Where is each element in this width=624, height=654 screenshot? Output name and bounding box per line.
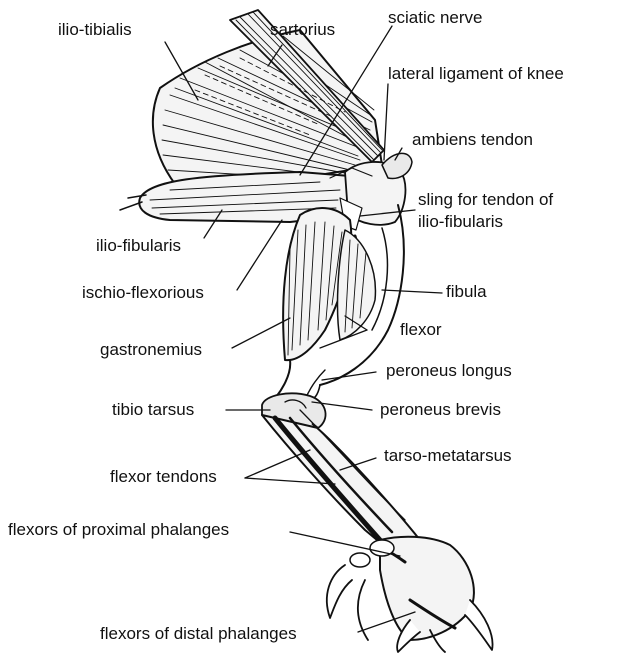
label-ilio-tibialis: ilio-tibialis [58,20,132,40]
label-tibio-tarsus: tibio tarsus [112,400,194,420]
talon-4 [465,600,493,650]
label-fibula: fibula [446,282,487,302]
label-sartorius: sartorius [270,20,335,40]
label-gastronemius: gastronemius [100,340,202,360]
label-flexors-proximal: flexors of proximal phalanges [8,520,229,540]
label-peroneus-longus: peroneus longus [386,361,512,381]
label-tarso-metatarsus: tarso-metatarsus [384,446,512,466]
label-ilio-fibularis: ilio-fibularis [96,236,181,256]
label-lateral-ligament: lateral ligament of knee [388,64,564,84]
label-ischio-flexorious: ischio-flexorious [82,283,204,303]
talon-1 [327,565,352,618]
label-flexors-distal: flexors of distal phalanges [100,624,297,644]
foot [380,537,474,640]
label-sling-line1: sling for tendon of [418,190,553,210]
label-peroneus-brevis: peroneus brevis [380,400,501,420]
tarso-metatarsus-bone [262,415,420,555]
label-sciatic-nerve: sciatic nerve [388,8,482,28]
label-flexor: flexor [400,320,442,340]
label-ambiens-tendon: ambiens tendon [412,130,533,150]
label-sling-line2: ilio-fibularis [418,212,503,232]
label-flexor-tendons: flexor tendons [110,467,217,487]
